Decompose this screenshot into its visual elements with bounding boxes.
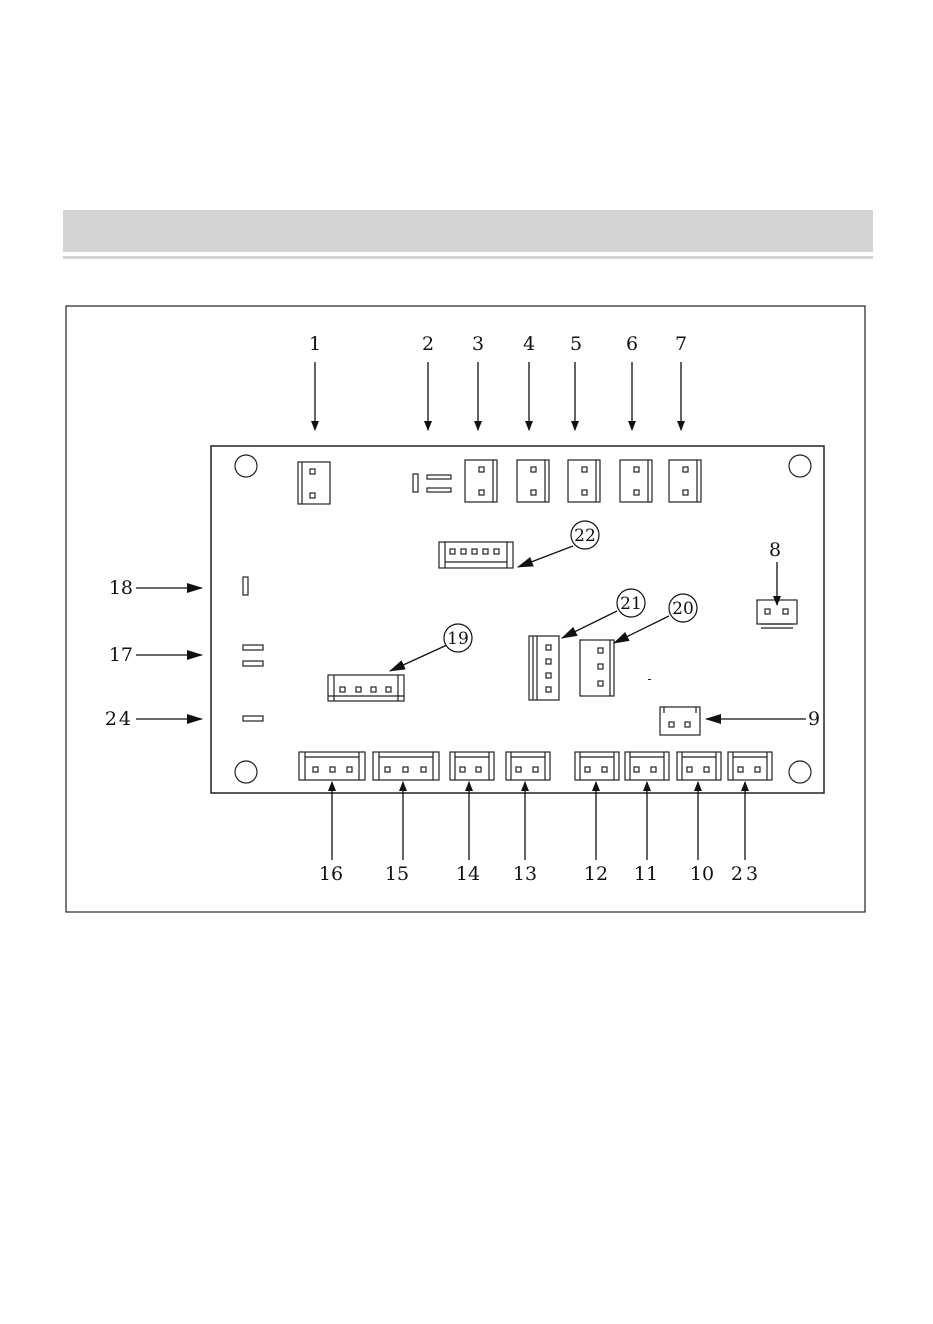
- arrow-20: [614, 616, 669, 643]
- connector-21: [529, 636, 559, 700]
- connector-19: [328, 675, 404, 701]
- connector-6: [620, 460, 652, 502]
- label-12: 12: [584, 863, 608, 885]
- label-19: 19: [447, 629, 469, 649]
- label-3: 3: [472, 333, 484, 355]
- pad-18: [243, 577, 248, 595]
- arrow-19: [390, 645, 447, 671]
- connector-4: [517, 460, 549, 502]
- connector-14: [450, 752, 494, 780]
- pad-17a: [243, 645, 263, 650]
- label-7: 7: [675, 333, 687, 355]
- label-11: 11: [634, 863, 658, 885]
- label-14: 14: [456, 863, 480, 885]
- label-15: 15: [385, 863, 409, 885]
- connector-7: [669, 460, 701, 502]
- label-13: 13: [513, 863, 537, 885]
- arrow-21: [562, 611, 617, 638]
- board-mark: [648, 679, 651, 680]
- label-10: 10: [690, 863, 714, 885]
- connector-10: [677, 752, 721, 780]
- label-22: 22: [574, 526, 596, 546]
- label-6: 6: [626, 333, 638, 355]
- label-8: 8: [769, 539, 781, 561]
- mounting-hole: [789, 761, 811, 783]
- label-5: 5: [570, 333, 582, 355]
- connector-15: [373, 752, 439, 780]
- connector-16: [299, 752, 365, 780]
- connector-13: [506, 752, 550, 780]
- label-24: 24: [105, 708, 133, 730]
- mounting-hole: [789, 455, 811, 477]
- label-21: 21: [620, 594, 642, 614]
- connector-1: [298, 462, 330, 504]
- connector-12: [575, 752, 619, 780]
- connector-23: [728, 752, 772, 780]
- connector-2: [413, 474, 451, 492]
- label-16: 16: [319, 863, 343, 885]
- label-9: 9: [808, 708, 820, 730]
- pad-24: [243, 716, 263, 721]
- label-20: 20: [672, 599, 694, 619]
- label-17: 17: [109, 644, 133, 666]
- connector-5: [568, 460, 600, 502]
- pad-17b: [243, 661, 263, 666]
- connector-11: [625, 752, 669, 780]
- arrow-22: [518, 546, 573, 567]
- mounting-hole: [235, 761, 257, 783]
- label-18: 18: [109, 577, 133, 599]
- label-23: 23: [731, 863, 761, 885]
- connector-20: [580, 640, 614, 696]
- connector-3: [465, 460, 497, 502]
- connector-22: [439, 542, 513, 568]
- label-2: 2: [422, 333, 434, 355]
- label-4: 4: [523, 333, 535, 355]
- connector-9: [660, 707, 700, 735]
- label-1: 1: [309, 333, 321, 355]
- mounting-hole: [235, 455, 257, 477]
